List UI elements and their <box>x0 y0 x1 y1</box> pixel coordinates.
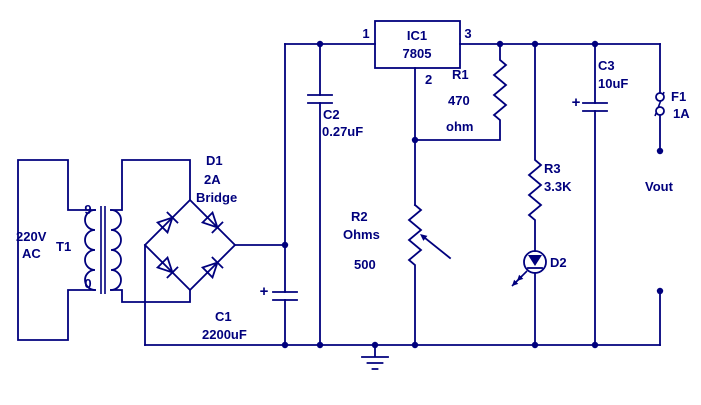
transformer-ref-label: T1 <box>56 239 71 254</box>
f1-ref-label: F1 <box>671 89 686 104</box>
c3-ref-label: C3 <box>598 58 615 73</box>
resistor-r3: R3 3.3K <box>527 43 572 252</box>
ic1-pin1-label: 1 <box>362 26 369 41</box>
wiper-arrowhead-icon <box>420 234 428 241</box>
fuse-f1: F1 1A <box>654 43 690 149</box>
potentiometer-r2: R2 Ohms 500 <box>343 203 452 346</box>
r3-ref-label: R3 <box>544 161 561 176</box>
r1-value-label: 470 <box>448 93 470 108</box>
fuse-terminal-icon <box>655 92 665 102</box>
ac-source: 220V AC <box>16 159 96 341</box>
c1-polarity-sign: + <box>260 283 269 300</box>
capacitor-plates-icon <box>582 102 608 112</box>
resistor-zigzag-icon <box>414 43 508 141</box>
bridge-rectifier-d1: D1 2A Bridge <box>143 153 286 346</box>
source-voltage-label: 220V <box>16 229 47 244</box>
c3-value-label: 10uF <box>598 76 628 91</box>
led-d2: D2 <box>511 250 567 346</box>
r1-ref-label: R1 <box>452 67 469 82</box>
output-cap-c3: + C3 10uF <box>572 43 628 346</box>
capacitor-plates-icon <box>307 94 333 104</box>
c1-ref-label: C1 <box>215 309 232 324</box>
led-triangle-icon <box>528 255 542 266</box>
ic1-pin2-label: 2 <box>425 72 432 87</box>
tap-bottom-label: 0 <box>84 276 91 291</box>
transformer-t1: T1 9 0 <box>56 159 191 303</box>
diode-icon <box>155 211 179 235</box>
c1-value-label: 2200uF <box>202 327 247 342</box>
diode-icon <box>155 255 179 279</box>
diode-icon <box>200 210 224 234</box>
diode-icon <box>200 256 224 280</box>
core-lines-icon <box>100 206 106 294</box>
output-terminals: Vout <box>645 147 674 346</box>
vout-plus-terminal <box>656 147 664 155</box>
ground-symbol <box>361 344 389 370</box>
c3-polarity-sign: + <box>572 94 581 111</box>
d2-ref-label: D2 <box>550 255 567 270</box>
filter-cap-c1: + C1 2200uF <box>202 43 298 346</box>
ic1-part-label: 7805 <box>403 46 432 61</box>
bridge-kind-label: Bridge <box>196 190 237 205</box>
source-ac-label: AC <box>22 246 41 261</box>
secondary-wires <box>110 159 191 303</box>
secondary-coil-icon <box>110 209 122 291</box>
r2-value-label: 500 <box>354 257 376 272</box>
f1-rating-label: 1A <box>673 106 690 121</box>
c2-ref-label: C2 <box>323 107 340 122</box>
r1-unit-label: ohm <box>446 119 473 134</box>
resistor-zigzag-icon <box>407 203 423 346</box>
ic1-ref-label: IC1 <box>407 28 427 43</box>
capacitor-plates-icon <box>272 291 298 301</box>
bridge-ref-label: D1 <box>206 153 223 168</box>
tap-top-label: 9 <box>84 202 91 217</box>
r2-unit-label: Ohms <box>343 227 380 242</box>
bridge-rating-label: 2A <box>204 172 221 187</box>
vout-label: Vout <box>645 179 674 194</box>
resistor-zigzag-icon <box>527 43 543 252</box>
primary-coil-icon <box>84 209 96 291</box>
r3-value-label: 3.3K <box>544 179 572 194</box>
resistor-r1: R1 470 ohm <box>414 43 508 141</box>
c2-value-label: 0.27uF <box>322 124 363 139</box>
wiper-arrow-icon <box>423 236 452 260</box>
ic1-pin3-label: 3 <box>464 26 471 41</box>
bypass-cap-c2: C2 0.27uF <box>307 43 363 346</box>
r2-ref-label: R2 <box>351 209 368 224</box>
fuse-terminal-icon <box>655 106 665 116</box>
junction-dots <box>281 40 599 349</box>
vout-minus-terminal <box>656 287 664 295</box>
regulator-ic1: IC1 7805 1 3 2 <box>362 20 472 206</box>
